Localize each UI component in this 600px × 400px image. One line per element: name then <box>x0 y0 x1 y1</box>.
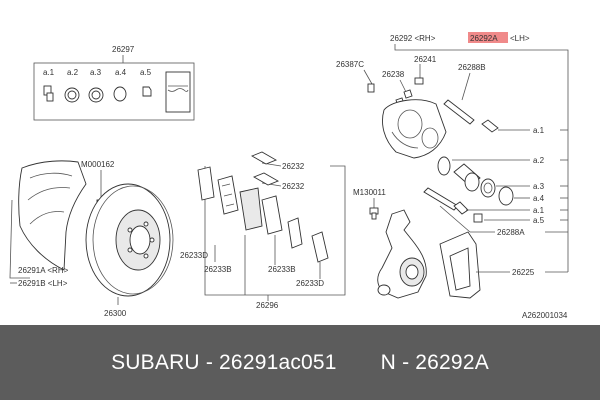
ring-right-icon <box>498 186 514 206</box>
cap-icon <box>473 213 483 223</box>
piston-icon <box>453 163 481 192</box>
label-right-a3: a.3 <box>533 182 545 191</box>
label-a2: a.2 <box>67 68 79 77</box>
label-right-a5: a.5 <box>533 216 545 225</box>
grease-packet-icon <box>165 71 191 113</box>
highlight-26292a <box>468 32 508 43</box>
label-26291a: 26291A <RH> <box>18 266 69 275</box>
footer-right-text: N - 26292A <box>380 350 489 374</box>
label-26288a: 26288A <box>497 228 525 237</box>
label-right-a4: a.4 <box>533 194 545 203</box>
label-right-a1: a.1 <box>533 126 545 135</box>
label-26300: 26300 <box>104 309 127 318</box>
piston-seal-icon <box>64 87 80 103</box>
label-a1: a.1 <box>43 68 55 77</box>
label-26288b: 26288B <box>458 63 486 72</box>
shim-right-icon <box>311 231 329 263</box>
pin-boot-icon <box>142 86 152 97</box>
pad-wear-indicator-icon <box>287 217 303 249</box>
label-26232-lower: 26232 <box>282 182 305 191</box>
label-m130011: M130011 <box>353 188 386 197</box>
label-26292-rh: 26292 <RH> <box>390 34 436 43</box>
label-26387c: 26387C <box>336 60 364 69</box>
brake-pad-left-icon <box>217 175 239 215</box>
brake-pad-right-icon <box>261 195 283 235</box>
label-26296: 26296 <box>256 301 279 310</box>
diagram-code: A262001034 <box>522 311 568 320</box>
brake-disc-icon <box>85 183 174 297</box>
bleeder-screw-icon <box>43 85 54 102</box>
caliper-seal-icon <box>437 156 451 176</box>
ring-icon <box>113 86 127 102</box>
label-26233d-left: 26233D <box>180 251 208 260</box>
label-a4: a.4 <box>115 68 127 77</box>
pin-boot-lower-icon <box>453 201 469 215</box>
label-26233b-left: 26233B <box>204 265 232 274</box>
label-26292a: 26292A <box>470 34 498 43</box>
clip-icon <box>414 77 424 85</box>
pad-clip-icon <box>250 151 280 186</box>
bolt-small-icon <box>369 207 379 220</box>
shim-left-icon <box>197 166 215 201</box>
label-26225: 26225 <box>512 268 535 277</box>
piston-boot-right-icon <box>480 178 496 198</box>
label-m000162: M000162 <box>81 160 115 169</box>
label-26292a-lh: <LH> <box>510 34 530 43</box>
guide-pin-icon <box>443 99 475 125</box>
kit-26297-box <box>33 62 195 121</box>
bleeder-icon <box>367 83 375 93</box>
label-26291b: 26291B <LH> <box>18 279 68 288</box>
label-right-a2: a.2 <box>533 156 545 165</box>
label-26297: 26297 <box>112 45 135 54</box>
brake-assembly-diagram: 26297 a.1 a.2 a.3 a.4 a.5 M000162 262 <box>9 32 569 320</box>
pin-boot-right-icon <box>481 119 499 133</box>
label-26233d-right: 26233D <box>296 279 324 288</box>
caliper-support-icon <box>439 231 481 299</box>
footer-left-text: SUBARU - 26291ac051 <box>111 350 337 374</box>
brake-pad-inner-icon <box>239 187 263 231</box>
label-right-a1-lower: a.1 <box>533 206 545 215</box>
caliper-body-icon <box>382 99 447 159</box>
label-a5: a.5 <box>140 68 152 77</box>
dust-shield-icon <box>18 160 87 271</box>
part-number-footer: SUBARU - 26291ac051 N - 26292A <box>0 325 600 400</box>
label-26241: 26241 <box>414 55 437 64</box>
label-26233b-right: 26233B <box>268 265 296 274</box>
label-26232-upper: 26232 <box>282 162 305 171</box>
label-26238: 26238 <box>382 70 405 79</box>
steering-knuckle-icon <box>377 209 427 299</box>
label-a3: a.3 <box>90 68 102 77</box>
piston-boot-icon <box>88 87 104 103</box>
